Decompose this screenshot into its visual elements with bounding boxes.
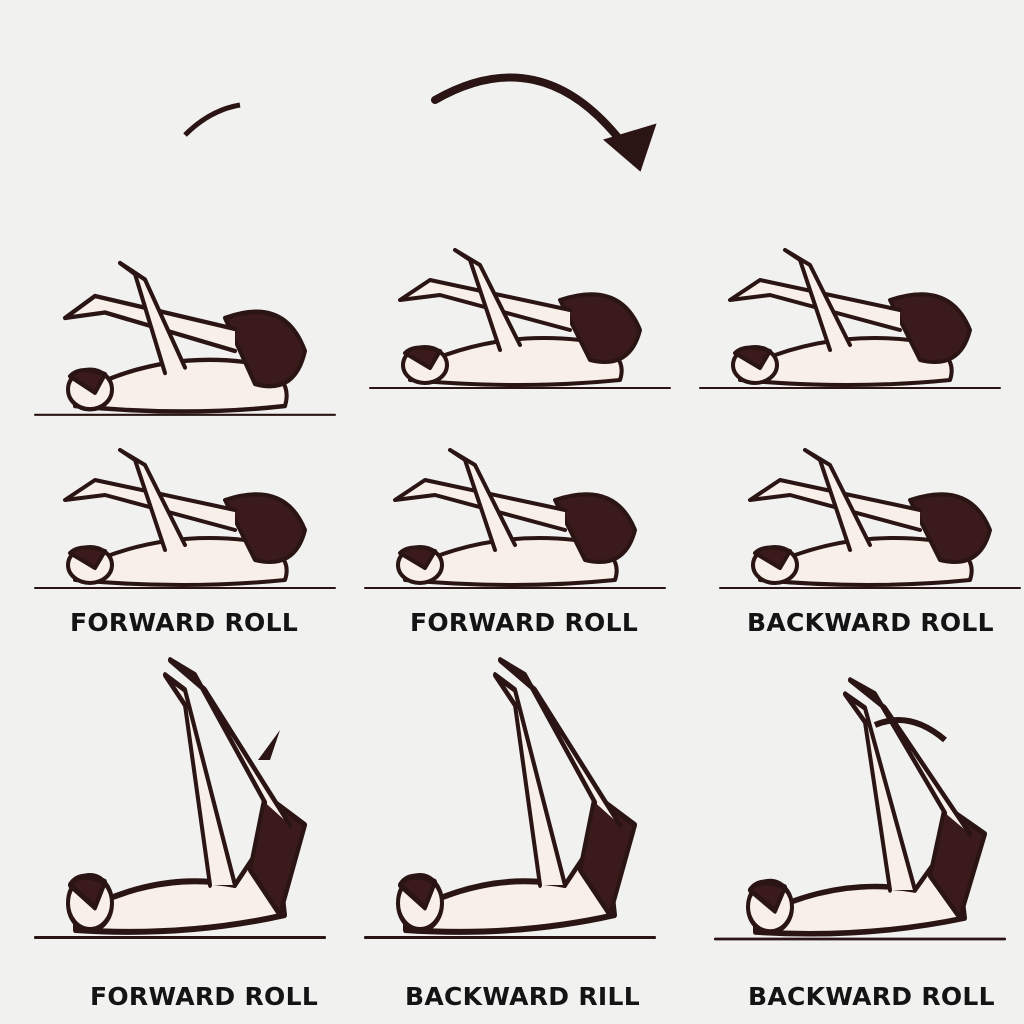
figure-bottom-left bbox=[35, 660, 325, 938]
figure-top-right bbox=[698, 248, 1002, 390]
figure-middle-right bbox=[718, 448, 1022, 590]
caption-forward-roll: FORWARD ROLL bbox=[90, 982, 319, 1011]
motion-stroke-icon bbox=[183, 102, 241, 137]
caption-backward-rill: BACKWARD RILL bbox=[405, 982, 640, 1011]
figure-middle-left bbox=[33, 448, 337, 590]
figure-bottom-center bbox=[365, 660, 655, 938]
figure-top-center bbox=[368, 248, 672, 390]
motion-arrow bbox=[431, 73, 657, 172]
figure-bottom-right bbox=[715, 680, 1005, 939]
caption-backward-roll: BACKWARD ROLL bbox=[748, 982, 995, 1011]
motion-stroke-icon bbox=[258, 730, 280, 760]
figure-middle-center bbox=[363, 448, 667, 590]
figure-top-left bbox=[35, 263, 335, 415]
caption-forward-roll: FORWARD ROLL bbox=[70, 608, 299, 637]
caption-backward-roll: BACKWARD ROLL bbox=[747, 608, 994, 637]
caption-forward-roll: FORWARD ROLL bbox=[410, 608, 639, 637]
motion-stroke-icon bbox=[873, 717, 947, 743]
